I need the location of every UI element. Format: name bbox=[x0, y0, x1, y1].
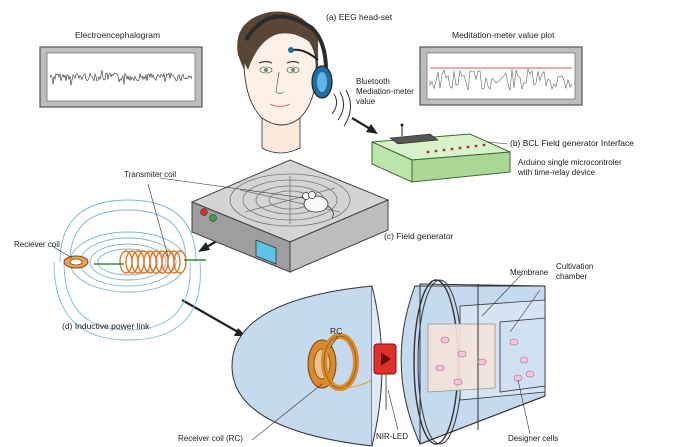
bcl-interface-label: (b) BCL Field generator Interface bbox=[510, 138, 634, 148]
nir-led-icon bbox=[373, 343, 397, 410]
transmitter-coil-icon bbox=[119, 250, 187, 274]
leader-lines bbox=[51, 141, 541, 441]
arduino-label-line1: Arduino single microcontroler bbox=[518, 158, 622, 167]
arduino-label-line2: with time-relay device bbox=[518, 168, 595, 177]
receiver-coil-label: Reciever coil bbox=[14, 240, 60, 249]
eeg-signal-trace bbox=[49, 70, 193, 86]
bluetooth-label-line3: value bbox=[356, 97, 376, 106]
eeg-plot-title: Electroencephalogram bbox=[75, 30, 161, 40]
receiver-coil-rc-label: Receiver coil (RC) bbox=[178, 434, 243, 443]
bluetooth-label-line1: Bluetooth bbox=[356, 77, 390, 86]
bluetooth-label-line2: Mediation-meter bbox=[356, 87, 414, 96]
field-generator-label: (c) Field generator bbox=[384, 231, 454, 241]
meditation-signal-trace bbox=[429, 68, 573, 91]
designer-cells-label: Designer cells bbox=[508, 434, 559, 443]
cultivation-label-line2: chamber bbox=[556, 272, 588, 281]
cultivation-chamber bbox=[400, 279, 546, 445]
designer-cells-group bbox=[435, 336, 535, 386]
eeg-headset-label: (a) EEG head-set bbox=[326, 12, 393, 22]
rc-label: RC bbox=[330, 326, 343, 336]
field-generator bbox=[190, 159, 390, 273]
inductive-link-diagram bbox=[53, 199, 206, 341]
membrane-label: Membrane bbox=[510, 268, 549, 277]
rc-dome bbox=[231, 285, 383, 447]
mouse-icon bbox=[302, 191, 334, 219]
receiver-coil-rc-icon bbox=[307, 333, 373, 391]
cultivation-label-line1: Cultivation bbox=[556, 262, 594, 271]
receiver-coil-small-icon bbox=[63, 255, 89, 269]
head-with-headset bbox=[237, 11, 351, 154]
meditation-plot bbox=[419, 46, 583, 106]
nir-led-label: NIR-LED bbox=[376, 432, 409, 441]
transmitter-coil-label: Transmiter coil bbox=[124, 170, 177, 179]
inductive-link-label: (d) Inductive power link bbox=[62, 321, 150, 331]
bcl-interface-box bbox=[371, 123, 511, 183]
eeg-plot bbox=[39, 46, 203, 108]
meditation-plot-title: Meditation-meter value plot bbox=[452, 30, 555, 40]
